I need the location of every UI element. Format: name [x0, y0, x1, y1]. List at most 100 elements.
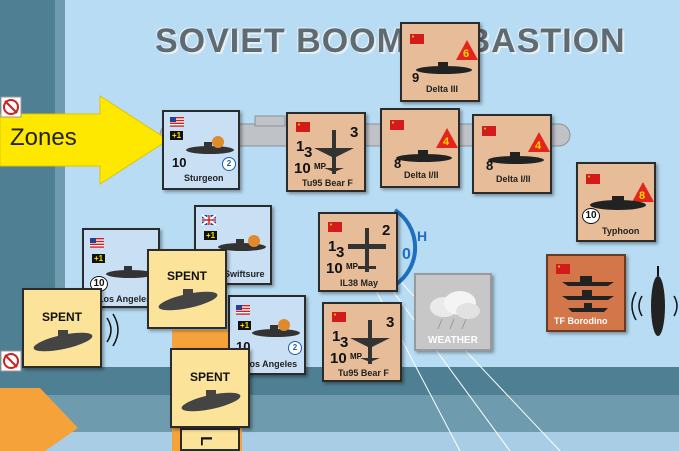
- counter-typhoon[interactable]: 8 10 Typhoon: [576, 162, 656, 242]
- counter-name: IL38 May: [340, 278, 379, 288]
- counter-tu95-bear-f[interactable]: 1 3 3 10 MP Tu95 Bear F: [322, 302, 402, 382]
- soviet-flag-icon: [482, 126, 496, 136]
- counter-spent[interactable]: SPENT: [147, 249, 227, 329]
- zones-arrow[interactable]: [0, 95, 170, 186]
- counter-il38-may[interactable]: 1 3 2 10 MP IL38 May: [318, 212, 398, 292]
- counter-spent[interactable]: SPENT: [170, 348, 250, 428]
- arc-label-zero: 0: [402, 246, 411, 263]
- orange-arrow: [0, 388, 78, 451]
- submarine-icon: [396, 150, 452, 162]
- bottom-tab-digit: L: [196, 436, 214, 446]
- uk-flag-icon: [201, 214, 217, 226]
- zone-band-bottom-edge: [0, 432, 679, 451]
- defense-value: 3: [340, 334, 349, 351]
- rating-triangle: [436, 128, 458, 148]
- range-circle: 2: [288, 341, 302, 355]
- soviet-flag-icon: [390, 120, 404, 130]
- attack-value: 1: [296, 138, 305, 155]
- mp-label: MP: [350, 352, 362, 361]
- range-value: 2: [382, 222, 391, 239]
- counter-spent[interactable]: SPENT: [22, 288, 102, 368]
- bottom-tab: [180, 428, 240, 451]
- attack-value: 1: [328, 238, 337, 255]
- strength-value: 9: [412, 70, 420, 85]
- mp-label: MP: [346, 262, 358, 271]
- counter-delta-i-ii[interactable]: 4 8 Delta I/II: [472, 114, 552, 194]
- submarine-icon: [181, 390, 241, 412]
- zone-band-left-inner: [55, 0, 65, 370]
- rating-value: 8: [639, 190, 646, 202]
- submarine-icon: [416, 62, 472, 74]
- spent-label: SPENT: [189, 370, 230, 384]
- rating-triangle: [528, 132, 550, 152]
- board-title: SOVIET BOOMER BASTION: [155, 22, 626, 60]
- range-value: 3: [386, 314, 395, 331]
- sonobuoy-icon: [631, 266, 678, 336]
- counter-tf-borodino[interactable]: TF Borodino: [546, 254, 626, 332]
- counter-delta-i-ii[interactable]: 4 8 Delta I/II: [380, 108, 460, 188]
- rating-triangle: [456, 40, 478, 60]
- arc-label-h: H: [417, 228, 428, 244]
- no-entry-icon: [0, 96, 22, 118]
- bomber-aircraft-icon: [314, 130, 354, 174]
- strength-value: 10: [326, 260, 343, 277]
- counter-name: Tu95 Bear F: [302, 178, 353, 188]
- submarine-icon: [33, 330, 93, 352]
- bonus-badge: +1: [92, 254, 106, 263]
- strength-value: 8: [486, 158, 494, 173]
- zones-label: Zones: [10, 124, 77, 151]
- rating-triangle: [632, 182, 654, 202]
- counter-name: Delta I/II: [404, 170, 439, 180]
- patrol-aircraft-icon: [348, 228, 386, 272]
- spent-label: SPENT: [166, 269, 207, 283]
- soviet-flag-icon: [556, 264, 570, 274]
- submarine-icon: [106, 266, 154, 278]
- counter-sturgeon[interactable]: +1 10 2 Sturgeon: [162, 110, 240, 190]
- rating-value: 4: [535, 140, 542, 152]
- strength-value: 10: [582, 208, 600, 224]
- range-value: 3: [350, 124, 359, 141]
- counter-tu95-bear-f[interactable]: 1 3 3 10 MP Tu95 Bear F: [286, 112, 366, 192]
- submarine-icon: [158, 289, 218, 311]
- us-flag-icon: [90, 238, 104, 248]
- soviet-flag-icon: [296, 122, 310, 132]
- bonus-badge: +1: [204, 231, 218, 240]
- rating-value: 6: [463, 48, 470, 60]
- counter-name: Swiftsure: [224, 269, 265, 279]
- mp-label: MP: [314, 162, 326, 171]
- soviet-flag-icon: [586, 174, 600, 184]
- submarine-icon: [590, 196, 646, 210]
- counter-name: Delta III: [426, 84, 459, 94]
- strength-value: 8: [394, 156, 402, 171]
- storm-cloud-icon: [430, 291, 480, 330]
- us-flag-icon: [236, 305, 250, 315]
- counter-name: Tu95 Bear F: [338, 368, 389, 378]
- no-entry-icon: [0, 350, 22, 372]
- counter-name: WEATHER: [428, 335, 478, 346]
- soviet-flag-icon: [328, 222, 342, 232]
- bonus-badge: +1: [170, 131, 184, 140]
- bonus-badge: +1: [238, 321, 252, 330]
- defense-value: 3: [336, 244, 345, 261]
- range-circle: 2: [222, 157, 236, 171]
- counter-name: Los Angeles: [244, 359, 298, 369]
- submarine-icon: [186, 136, 234, 154]
- counter-name: Typhoon: [602, 226, 640, 236]
- attack-value: 1: [332, 328, 341, 345]
- bomber-aircraft-icon: [350, 320, 390, 364]
- defense-value: 3: [304, 144, 313, 161]
- submarine-icon: [488, 152, 544, 164]
- submarine-icon: [252, 319, 300, 337]
- counter-name: Los Angeles: [98, 294, 152, 304]
- counter-swiftsure[interactable]: +1 Swiftsure: [194, 205, 272, 285]
- counter-weather[interactable]: WEATHER: [414, 273, 492, 351]
- us-flag-icon: [170, 117, 184, 127]
- strength-value: 10: [294, 160, 311, 177]
- counter-name: TF Borodino: [554, 316, 608, 326]
- strength-value: 10: [330, 350, 347, 367]
- soviet-flag-icon: [332, 312, 346, 322]
- rating-value: 4: [443, 136, 450, 148]
- sound-waves-icon: [106, 313, 119, 347]
- counter-delta-iii[interactable]: 6 9 Delta III: [400, 22, 480, 102]
